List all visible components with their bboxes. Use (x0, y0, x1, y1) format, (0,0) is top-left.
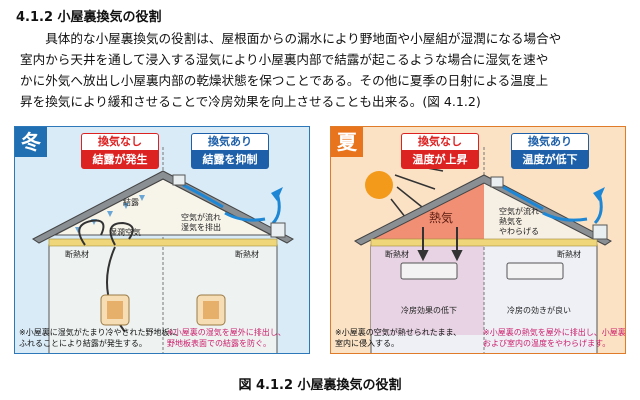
winter-note-right: ※小屋裏の湿気を屋外に排出し、 野地板表面での結露を防ぐ。 (167, 328, 286, 348)
tag-top: 換気なし (81, 133, 159, 151)
humid-air-label: 湿潤空気 (109, 228, 141, 237)
cooling-effect-left: 冷房効果の低下 (401, 306, 457, 315)
tag-bottom: 結露を抑制 (191, 151, 269, 169)
winter-vent-tag: 換気あり 結露を抑制 (191, 133, 269, 169)
paragraph-line: 室内から天井を通して浸入する湿気により小屋裏内部で結露が起こるような場合に湿気を… (20, 52, 549, 67)
paragraph-line: 具体的な小屋裏換気の役割は、屋根面からの漏水により野地面や小屋組が湿潤になる場合… (20, 31, 562, 46)
tag-top: 換気あり (511, 133, 589, 151)
tag-bottom: 結露が発生 (81, 151, 159, 169)
tag-top: 換気なし (401, 133, 479, 151)
summer-no-vent-tag: 換気なし 温度が上昇 (401, 133, 479, 169)
insulation-label-right: 断熱材 (235, 250, 259, 259)
summer-panel: 夏 換気なし 温度が上昇 換気あり 温度が低下 熱気 空気が流れ 熱気を やわら… (330, 126, 626, 354)
season-badge-summer: 夏 (331, 127, 363, 157)
heat-label: 熱気 (429, 211, 454, 225)
winter-note-left: ※小屋裏に湿気がたまり冷やされた野地板に ふれることにより結露が発生する。 (19, 328, 178, 348)
cooling-effect-right: 冷房の効きが良い (507, 306, 571, 315)
insulation-label-right: 断熱材 (557, 250, 581, 259)
vent-air-label: 空気が流れ 湿気を排出 (181, 213, 221, 232)
insulation-label-left: 断熱材 (65, 250, 89, 259)
summer-vent-tag: 換気あり 温度が低下 (511, 133, 589, 169)
vent-air-label: 空気が流れ 熱気を やわらげる (499, 207, 539, 236)
section-heading: 4.1.2 小屋裏換気の役割 (16, 10, 162, 25)
winter-no-vent-tag: 換気なし 結露が発生 (81, 133, 159, 169)
winter-panel: 冬 換気なし 結露が発生 換気あり 結露を抑制 結露 湿潤空気 空気が流れ 湿気… (14, 126, 310, 354)
tag-bottom: 温度が上昇 (401, 151, 479, 169)
paragraph-line: 昇を換気により緩和させることで冷房効果を向上させることも出来る。(図 4.1.2… (20, 94, 481, 109)
summer-note-left: ※小屋裏の空気が熱せられたまま、 室内に侵入する。 (335, 328, 462, 348)
condensation-label: 結露 (123, 198, 139, 207)
figure-caption: 図 4.1.2 小屋裏換気の役割 (238, 378, 402, 393)
paragraph-line: かに外気へ放出し小屋裏内部の乾燥状態を保つことである。その他に夏季の日射による温… (20, 73, 549, 88)
sun-icon (365, 171, 393, 199)
season-badge-winter: 冬 (15, 127, 47, 157)
tag-bottom: 温度が低下 (511, 151, 589, 169)
tag-top: 換気あり (191, 133, 269, 151)
body-paragraph: 具体的な小屋裏換気の役割は、屋根面からの漏水により野地面や小屋組が湿潤になる場合… (20, 28, 630, 112)
insulation-label-left: 断熱材 (385, 250, 409, 259)
summer-note-right: ※小屋裏の熱気を屋外に排出し、小屋裏 および室内の温度をやわらげます。 (483, 328, 626, 348)
